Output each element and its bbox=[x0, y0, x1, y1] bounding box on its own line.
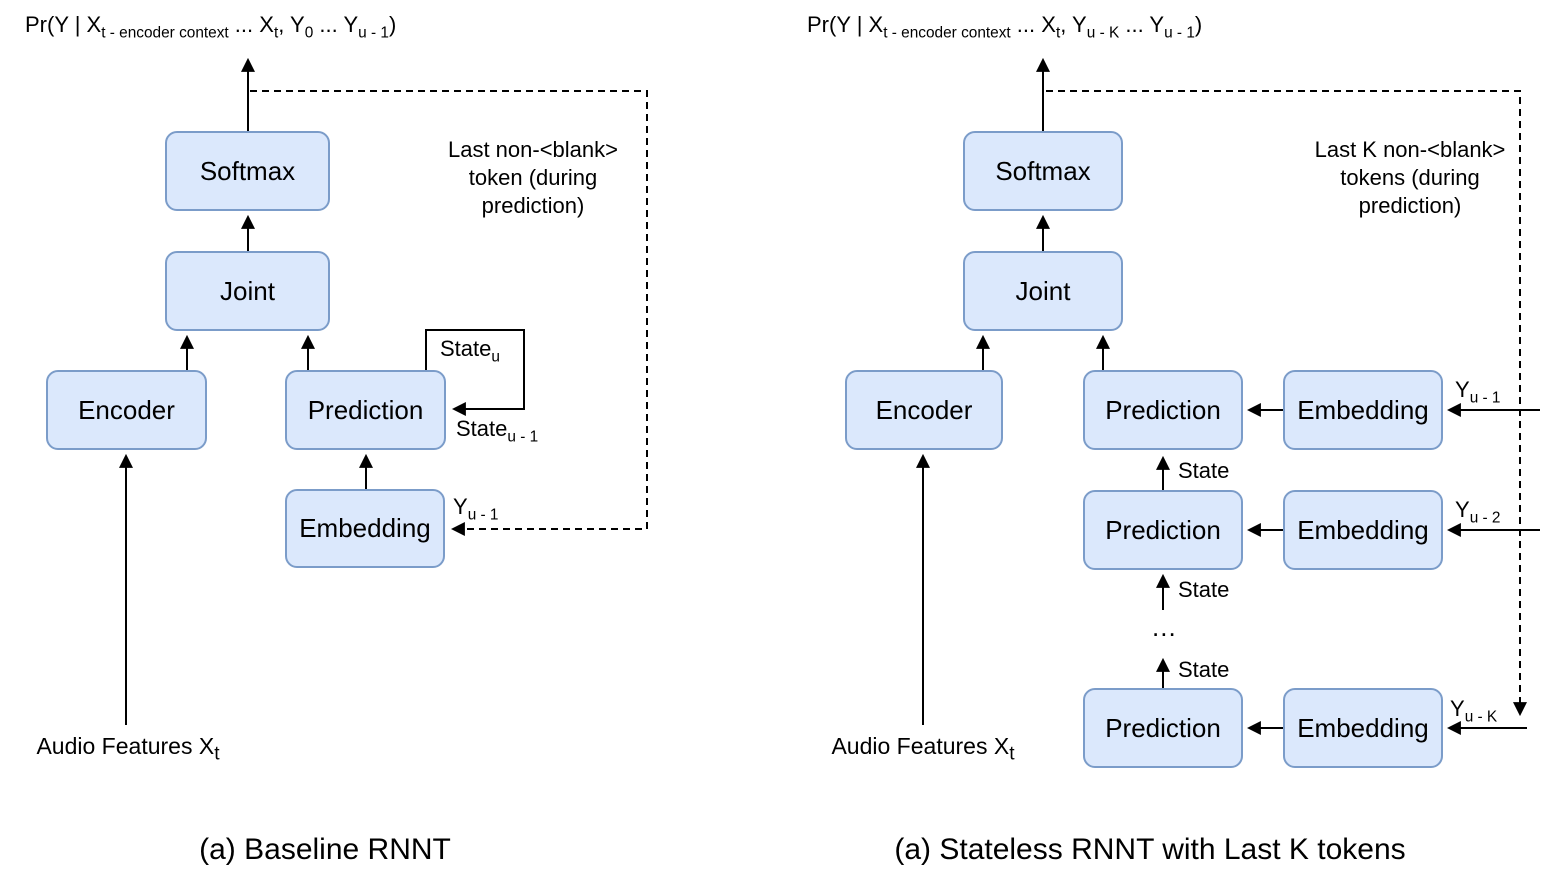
embedding-label: Embedding bbox=[1297, 514, 1429, 545]
annotation-last-k-tokens-right: Last K non-<blank> tokens (during predic… bbox=[1290, 136, 1530, 220]
audio-text: Audio Features X bbox=[36, 733, 215, 759]
formula-subscript: u - K bbox=[1086, 24, 1120, 42]
embedding-label: Embedding bbox=[1297, 394, 1429, 425]
prediction-box-row2: Prediction bbox=[1083, 490, 1243, 570]
formula-subscript: t bbox=[1055, 24, 1061, 42]
encoder-label: Encoder bbox=[875, 394, 973, 425]
joint-box-left: Joint bbox=[165, 251, 330, 331]
audio-subscript: t bbox=[1009, 743, 1015, 765]
formula-text: ) bbox=[1194, 12, 1203, 37]
formula-subscript: 0 bbox=[304, 24, 314, 42]
annotation-line: token (during bbox=[468, 165, 598, 190]
encoder-box-left: Encoder bbox=[46, 370, 207, 450]
prediction-box-row3: Prediction bbox=[1083, 688, 1243, 768]
prediction-label: Prediction bbox=[1105, 394, 1221, 425]
formula-subscript: t - encoder context bbox=[883, 24, 1011, 42]
state-label-row2: State bbox=[1178, 577, 1230, 602]
embedding-box-row3: Embedding bbox=[1283, 688, 1443, 768]
formula-subscript: u - 1 bbox=[1164, 24, 1195, 42]
token-subscript: u - 1 bbox=[1469, 389, 1501, 407]
encoder-box-right: Encoder bbox=[845, 370, 1003, 450]
embedding-label: Embedding bbox=[299, 513, 431, 543]
prediction-box-left: Prediction bbox=[285, 370, 446, 450]
formula-text: , Y bbox=[1060, 12, 1087, 37]
formula-subscript: u - 1 bbox=[358, 24, 389, 42]
token-subscript: u - 1 bbox=[467, 506, 499, 524]
annotation-line: Last K non-<blank> bbox=[1314, 137, 1506, 162]
annotation-line: prediction) bbox=[1358, 193, 1462, 218]
state-u-label: Stateu bbox=[440, 336, 500, 366]
y-u-minus-1-label-right: Yu - 1 bbox=[1455, 377, 1500, 407]
softmax-label: Softmax bbox=[995, 155, 1091, 186]
audio-subscript: t bbox=[214, 743, 220, 765]
formula-text: Pr(Y | X bbox=[807, 12, 884, 37]
joint-box-right: Joint bbox=[963, 251, 1123, 331]
y-u-minus-2-label: Yu - 2 bbox=[1455, 497, 1500, 527]
state-text: State bbox=[456, 416, 508, 441]
caption-left: (a) Baseline RNNT bbox=[199, 833, 451, 866]
audio-features-label-right: Audio Features Xt bbox=[823, 733, 1023, 766]
y-u-minus-1-label-left: Yu - 1 bbox=[453, 494, 498, 524]
prediction-box-row1: Prediction bbox=[1083, 370, 1243, 450]
state-u-minus-1-label: Stateu - 1 bbox=[456, 416, 538, 446]
annotation-line: prediction) bbox=[481, 193, 585, 218]
prediction-label: Prediction bbox=[307, 394, 424, 425]
embedding-label: Embedding bbox=[1297, 712, 1429, 743]
audio-features-label-left: Audio Features Xt bbox=[28, 733, 228, 766]
formula-text: ... Y bbox=[313, 12, 359, 37]
formula-text: ) bbox=[388, 12, 397, 37]
softmax-label: Softmax bbox=[199, 155, 296, 186]
softmax-box-left: Softmax bbox=[165, 131, 330, 211]
annotation-line: tokens (during bbox=[1340, 165, 1480, 190]
formula-text: , Y bbox=[278, 12, 305, 37]
token-text: Y bbox=[1450, 696, 1465, 721]
token-subscript: u - 2 bbox=[1469, 509, 1501, 527]
formula-text: ... Y bbox=[1119, 12, 1165, 37]
embedding-box-row2: Embedding bbox=[1283, 490, 1443, 570]
formula-subscript: t bbox=[273, 24, 279, 42]
annotation-last-token-left: Last non-<blank> token (during predictio… bbox=[413, 136, 653, 220]
softmax-box-right: Softmax bbox=[963, 131, 1123, 211]
token-subscript: u - K bbox=[1464, 708, 1498, 726]
ellipsis-more-rows: ... bbox=[1152, 612, 1177, 642]
embedding-box-left: Embedding bbox=[285, 489, 445, 568]
formula-text: Pr(Y | X bbox=[25, 12, 102, 37]
state-subscript: u - 1 bbox=[507, 428, 539, 446]
embedding-box-row1: Embedding bbox=[1283, 370, 1443, 450]
audio-text: Audio Features X bbox=[831, 733, 1010, 759]
formula-subscript: t - encoder context bbox=[101, 24, 229, 42]
token-text: Y bbox=[453, 494, 468, 519]
y-u-minus-k-label: Yu - K bbox=[1450, 696, 1497, 726]
state-subscript: u bbox=[491, 348, 500, 366]
state-label-row1: State bbox=[1178, 458, 1230, 483]
state-label-row3: State bbox=[1178, 657, 1230, 682]
prediction-label: Prediction bbox=[1105, 712, 1221, 743]
caption-right: (a) Stateless RNNT with Last K tokens bbox=[894, 833, 1406, 866]
output-probability-left: Pr(Y | Xt - encoder context ... Xt, Y0 .… bbox=[25, 12, 396, 42]
output-probability-right: Pr(Y | Xt - encoder context ... Xt, Yu -… bbox=[807, 12, 1202, 42]
encoder-label: Encoder bbox=[78, 394, 175, 425]
joint-label: Joint bbox=[1015, 275, 1071, 306]
formula-text: ... X bbox=[228, 12, 274, 37]
token-text: Y bbox=[1455, 497, 1470, 522]
prediction-label: Prediction bbox=[1105, 514, 1221, 545]
state-text: State bbox=[440, 336, 492, 361]
formula-text: ... X bbox=[1010, 12, 1056, 37]
joint-label: Joint bbox=[220, 275, 275, 306]
annotation-line: Last non-<blank> bbox=[447, 137, 619, 162]
token-text: Y bbox=[1455, 377, 1470, 402]
